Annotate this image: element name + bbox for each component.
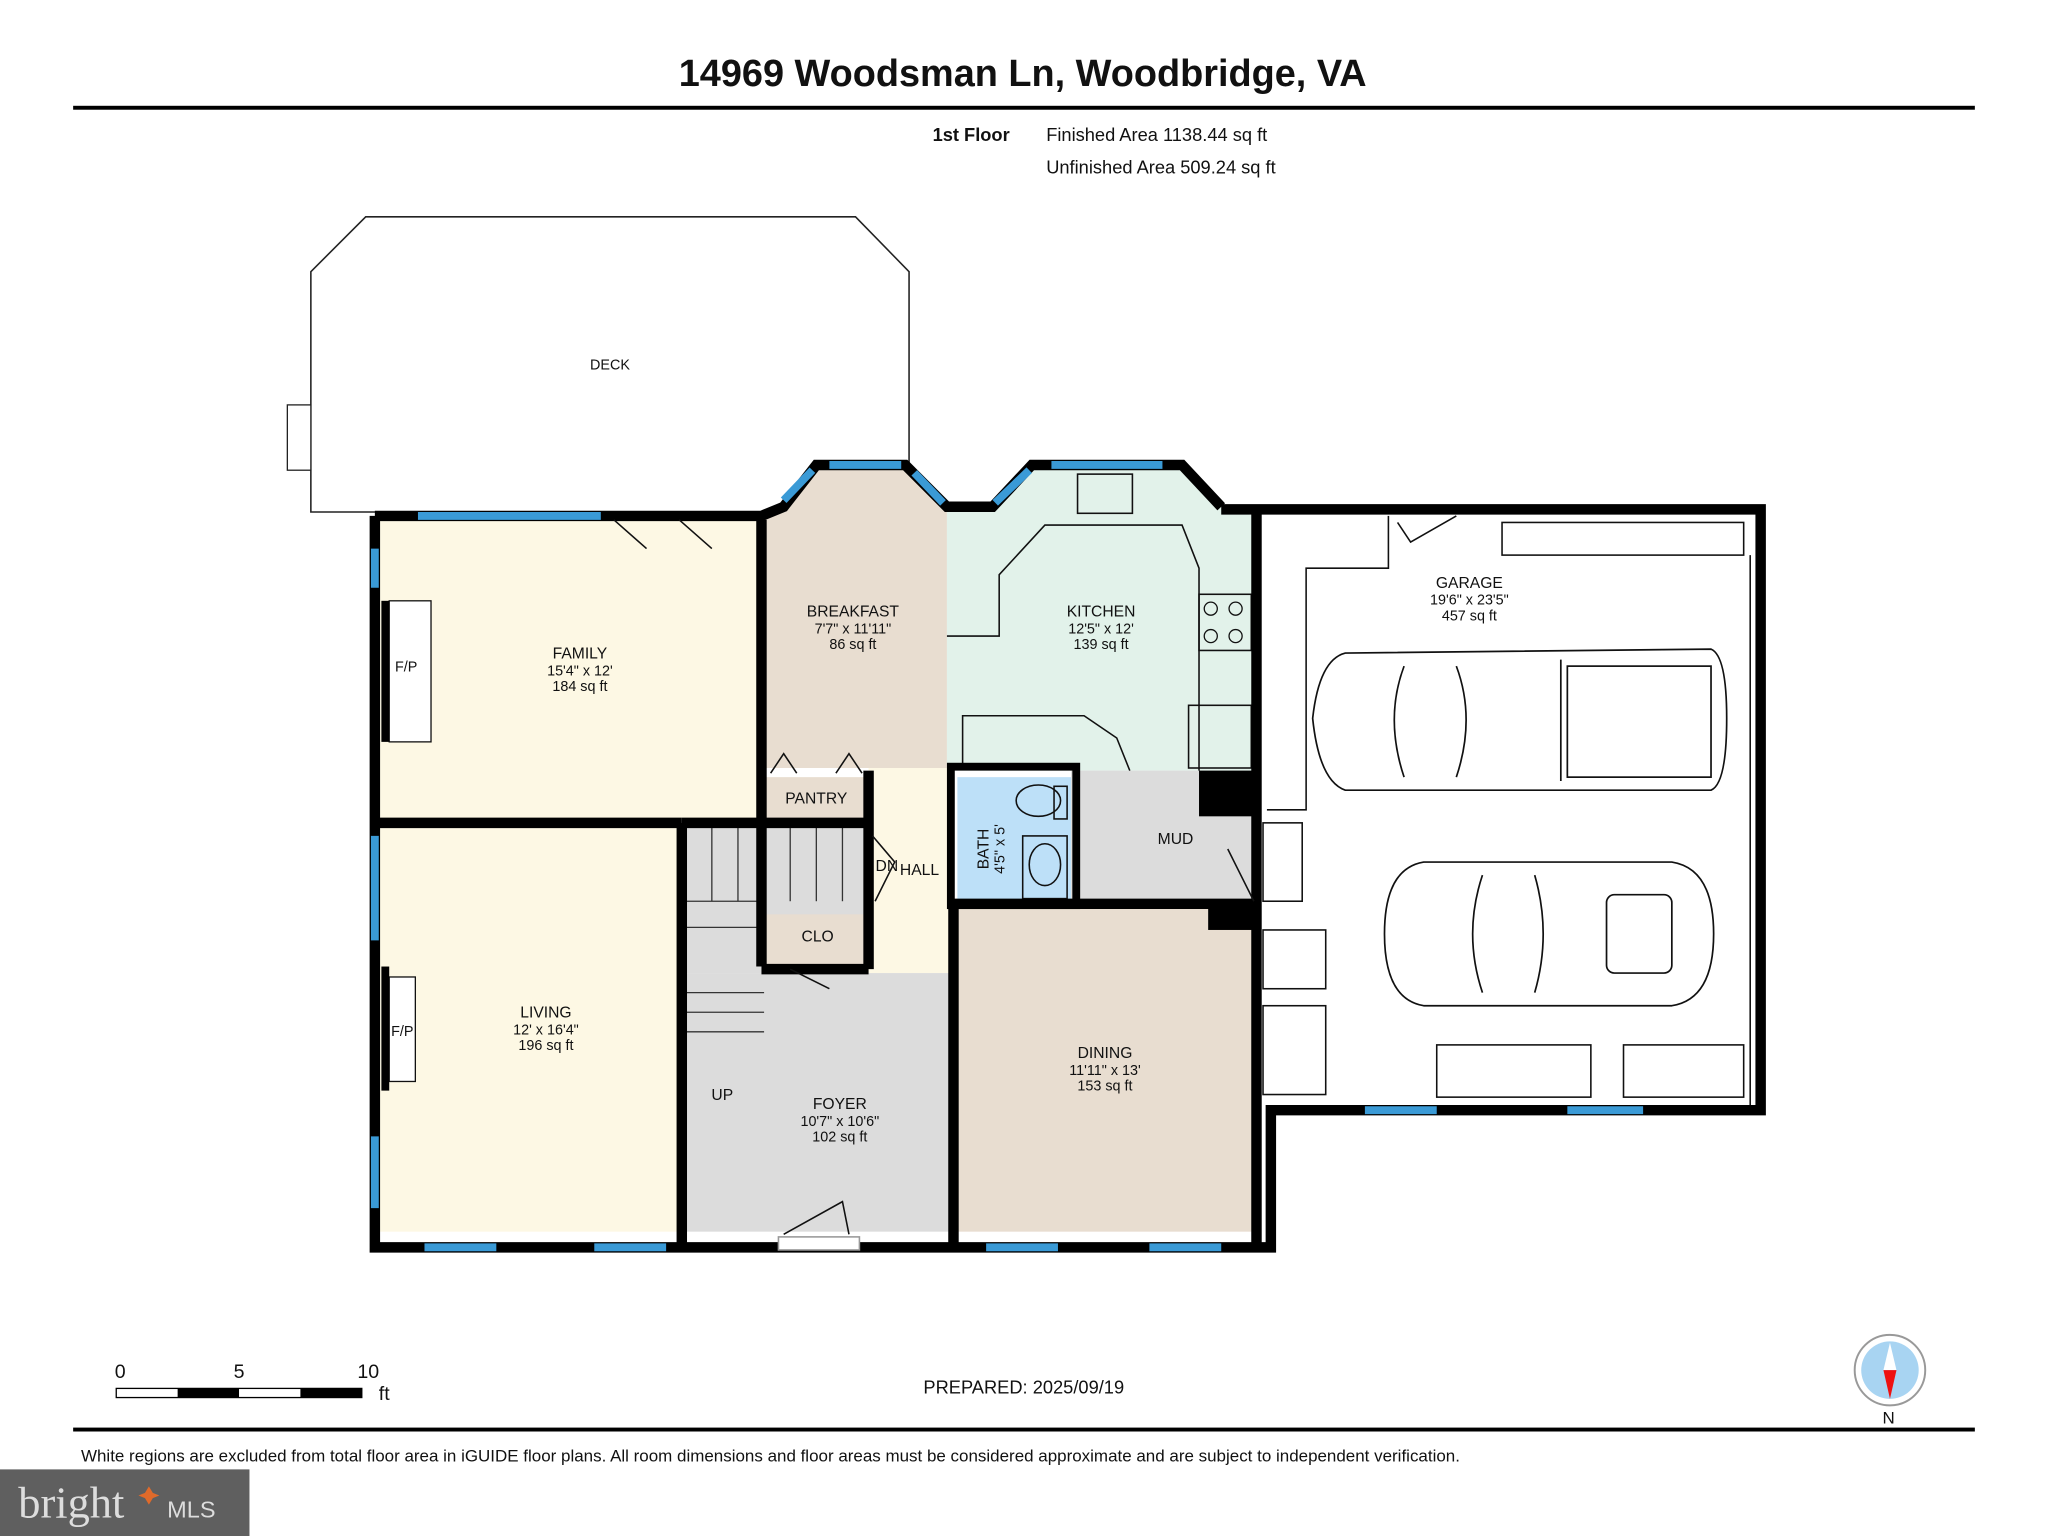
fireplace-hearth	[381, 600, 390, 742]
foyer-name: FOYER	[813, 1096, 867, 1113]
room-kitchen	[946, 467, 1254, 771]
dining-name: DINING	[1078, 1045, 1133, 1062]
room-hall	[868, 768, 954, 974]
compass-icon: N	[1853, 1333, 1927, 1428]
scale-bar: 0 5 10 ft	[115, 1361, 390, 1405]
kitchen-area: 139 sq ft	[1074, 637, 1129, 653]
scale-tick-0: 0	[115, 1361, 126, 1383]
floor-label: 1st Floor	[933, 124, 1010, 145]
room-dining	[957, 907, 1254, 1232]
scale-tick-5: 5	[234, 1361, 245, 1383]
living-name: LIVING	[520, 1004, 571, 1021]
room-breakfast	[761, 467, 947, 768]
unfinished-area: Unfinished Area 509.24 sq ft	[1046, 157, 1276, 178]
watermark-bright: bright	[18, 1478, 125, 1528]
doors	[613, 515, 1457, 1251]
garage-fixtures	[1262, 515, 1751, 1111]
watermark-star-icon	[138, 1486, 160, 1505]
kitchen-name: KITCHEN	[1067, 603, 1136, 620]
dining-dims: 11'11" x 13'	[1069, 1063, 1141, 1079]
living-fp: F/P	[391, 1024, 413, 1040]
prepared-date: PREPARED: 2025/09/19	[923, 1377, 1124, 1398]
garage-name: GARAGE	[1436, 575, 1503, 592]
bright-mls-watermark: bright MLS	[0, 1469, 250, 1536]
stairs-up-label: UP	[711, 1087, 733, 1104]
garage-dims: 19'6" x 23'5"	[1430, 593, 1509, 609]
hall-name: HALL	[900, 862, 939, 879]
room-family	[378, 519, 762, 821]
kitchen-dims: 12'5" x 12'	[1068, 621, 1134, 637]
pantry-name: PANTRY	[785, 790, 848, 807]
dining-area: 153 sq ft	[1077, 1079, 1132, 1095]
stairs-down-label: DN	[876, 858, 899, 875]
car-icon-truck	[1311, 648, 1728, 792]
living-area: 196 sq ft	[518, 1038, 573, 1054]
deck-label: DECK	[590, 358, 630, 374]
mud-name: MUD	[1158, 831, 1194, 848]
foyer-area: 102 sq ft	[812, 1130, 867, 1146]
header-divider	[73, 105, 1975, 110]
breakfast-name: BREAKFAST	[807, 603, 900, 620]
room-garage	[1260, 515, 1757, 1111]
finished-area: Finished Area 1138.44 sq ft	[1046, 124, 1267, 145]
room-clo	[764, 914, 869, 967]
windows	[370, 461, 1644, 1252]
compass-label: N	[1883, 1409, 1895, 1428]
family-dims: 15'4" x 12'	[547, 663, 613, 679]
watermark-mls: MLS	[167, 1497, 215, 1523]
kitchen-counters	[946, 473, 1253, 771]
living-dims: 12' x 16'4"	[513, 1022, 579, 1038]
bath-name: BATH	[976, 829, 993, 870]
car-icon-sedan	[1383, 861, 1715, 1007]
room-foyer	[685, 973, 954, 1232]
fireplace-hearth	[381, 966, 390, 1091]
family-area: 184 sq ft	[552, 679, 607, 695]
family-name: FAMILY	[553, 645, 608, 662]
deck-steps	[286, 404, 312, 471]
foyer-dims: 10'7" x 10'6"	[800, 1114, 879, 1130]
breakfast-dims: 7'7" x 11'11"	[815, 621, 892, 637]
disclaimer: White regions are excluded from total fl…	[81, 1447, 1460, 1466]
stove-icon	[1203, 601, 1243, 644]
breakfast-area: 86 sq ft	[829, 637, 876, 653]
room-living	[378, 825, 680, 1232]
room-pantry	[764, 777, 869, 821]
bath-dims: 4'5" x 5'	[992, 824, 1008, 874]
fireplace-living	[388, 976, 416, 1083]
room-bath	[957, 777, 1072, 902]
page-title: 14969 Woodsman Ln, Woodbridge, VA	[679, 53, 1367, 95]
scale-unit: ft	[379, 1383, 390, 1405]
garage-area: 457 sq ft	[1442, 608, 1497, 624]
room-labels: FAMILY 15'4" x 12' 184 sq ft F/P LIVING …	[391, 575, 1509, 1146]
clo-name: CLO	[802, 929, 834, 946]
footer-divider	[73, 1427, 1975, 1432]
scale-tick-10: 10	[357, 1361, 379, 1383]
family-fp: F/P	[395, 659, 417, 675]
